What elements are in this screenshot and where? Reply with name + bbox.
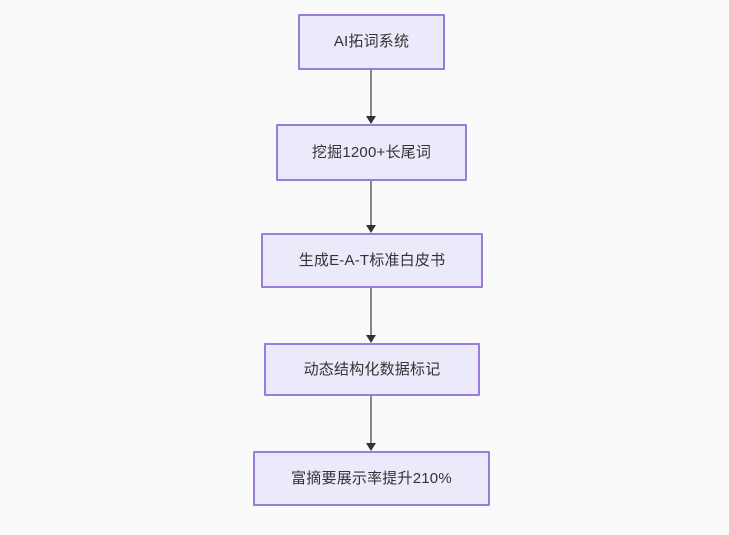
arrow-down-icon bbox=[366, 225, 376, 233]
node-label: 动态结构化数据标记 bbox=[303, 360, 441, 378]
node-label: AI拓词系统 bbox=[333, 33, 410, 50]
edge-line bbox=[370, 70, 372, 116]
arrow-down-icon bbox=[366, 116, 376, 124]
flowchart-node-rich-snippet-impression-uplift[interactable]: 富摘要展示率提升210% bbox=[253, 451, 490, 506]
flowchart-node-ai-keyword-system[interactable]: AI拓词系统 bbox=[298, 14, 445, 70]
arrow-down-icon bbox=[366, 335, 376, 343]
edge-line bbox=[370, 181, 372, 225]
node-label: 挖掘1200+长尾词 bbox=[311, 143, 432, 161]
edge-line bbox=[370, 288, 372, 335]
arrow-down-icon bbox=[366, 443, 376, 451]
flowchart-node-generate-eat-whitepaper[interactable]: 生成E-A-T标准白皮书 bbox=[261, 233, 483, 288]
flowchart-node-mine-longtail-keywords[interactable]: 挖掘1200+长尾词 bbox=[276, 124, 467, 181]
node-label: 富摘要展示率提升210% bbox=[291, 469, 452, 487]
edge-line bbox=[370, 396, 372, 443]
flowchart-node-dynamic-structured-data-markup[interactable]: 动态结构化数据标记 bbox=[264, 343, 480, 396]
node-label: 生成E-A-T标准白皮书 bbox=[298, 251, 446, 269]
